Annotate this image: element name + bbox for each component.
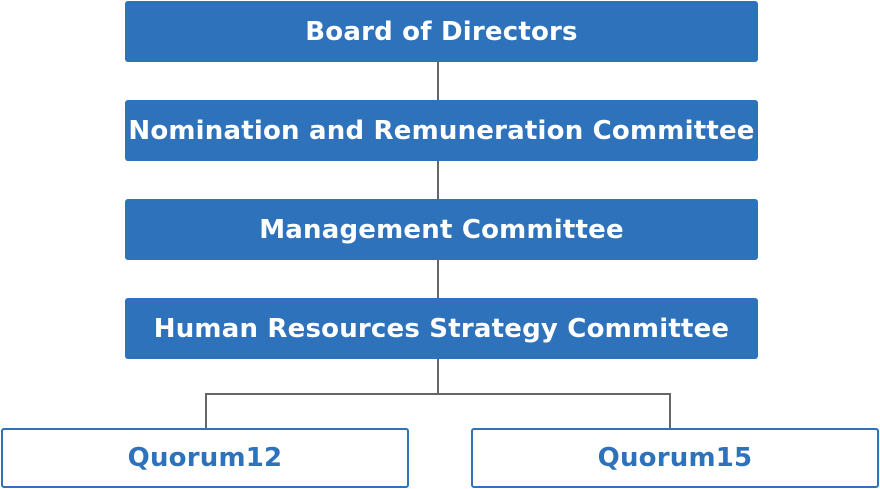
- management-committee-box: Management Committee: [125, 199, 758, 260]
- connector-nomination-to-management: [437, 161, 439, 199]
- connector-branch-horizontal: [205, 393, 671, 395]
- hr-strategy-committee-box: Human Resources Strategy Committee: [125, 298, 758, 359]
- connector-hr-down: [437, 359, 439, 395]
- connector-board-to-nomination: [437, 62, 439, 100]
- quorum15-box: Quorum15: [471, 428, 879, 488]
- board-of-directors-box: Board of Directors: [125, 1, 758, 62]
- nomination-remuneration-committee-box: Nomination and Remuneration Committee: [125, 100, 758, 161]
- quorum12-box: Quorum12: [1, 428, 409, 488]
- connector-management-to-hr: [437, 260, 439, 298]
- connector-branch-left: [205, 393, 207, 428]
- connector-branch-right: [669, 393, 671, 428]
